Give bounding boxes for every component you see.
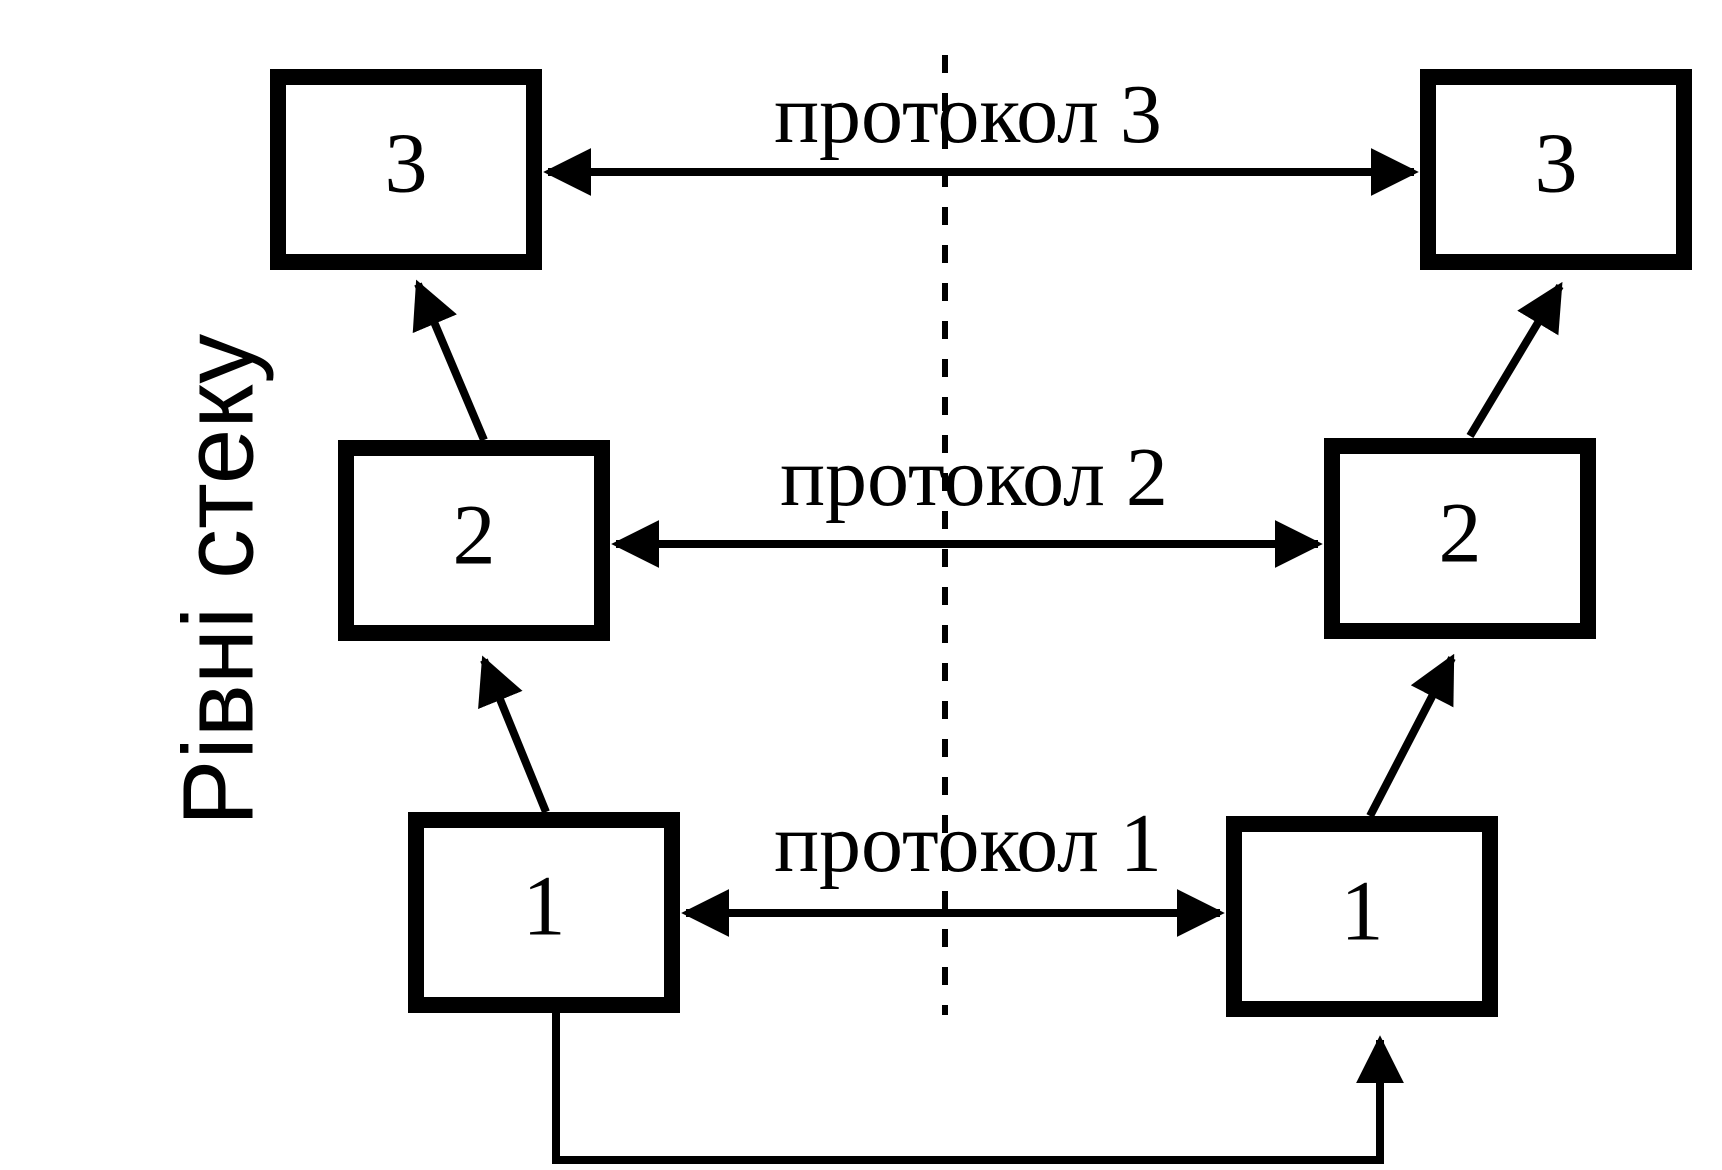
left-box-level-3: 3 [270,69,542,270]
left-box-level-1-label: 1 [523,858,566,954]
left-box-level-3-label: 3 [385,115,428,211]
protocol-3-label: протокол 3 [774,68,1162,161]
left-box-level-2: 2 [338,440,610,641]
left-arrow-1-to-2 [478,655,550,814]
right-box-level-2: 2 [1324,438,1596,639]
physical-link-arrow [552,1013,1404,1164]
right-arrow-2-to-3 [1466,281,1564,439]
right-box-level-1-label: 1 [1341,863,1384,959]
left-arrow-2-to-3 [412,279,488,442]
stack-levels-label: Рівні стеку [162,334,274,826]
protocol-1-label: протокол 1 [774,797,1162,890]
right-box-level-3-label: 3 [1535,115,1578,211]
left-box-level-1: 1 [408,812,680,1013]
protocol-2-label: протокол 2 [780,431,1168,524]
right-box-level-1: 1 [1226,816,1498,1017]
right-arrow-1-to-2 [1366,653,1456,818]
right-box-level-3: 3 [1420,69,1692,270]
left-box-level-2-label: 2 [453,487,496,583]
right-box-level-2-label: 2 [1439,485,1482,581]
